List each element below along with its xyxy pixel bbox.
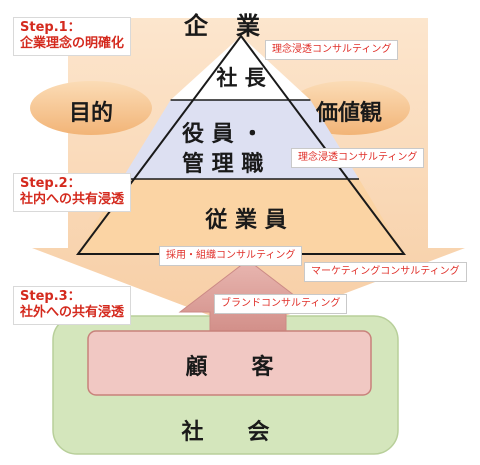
purpose-ellipse bbox=[30, 81, 152, 135]
values-label: 価値観 bbox=[315, 101, 382, 126]
step-2-text: 社内への共有浸透 bbox=[20, 192, 125, 207]
society-label: 社 会 bbox=[181, 420, 270, 445]
tier-executives-label-line2: 管 理 職 bbox=[182, 152, 264, 177]
tier-executives-label-line1: 役 員 ・ bbox=[182, 122, 264, 147]
tag-marketing-consulting: マーケティングコンサルティング bbox=[304, 262, 467, 282]
step-1-box: Step.1： 企業理念の明確化 bbox=[13, 17, 132, 56]
pyramid-tier-employees bbox=[78, 179, 404, 254]
purpose-label: 目的 bbox=[68, 101, 113, 126]
tier-president-label: 社 長 bbox=[216, 66, 266, 90]
tier-employees-label: 従 業 員 bbox=[205, 208, 287, 233]
customer-label: 顧 客 bbox=[185, 355, 274, 380]
customer-box bbox=[87, 330, 372, 396]
step-3-text: 社外への共有浸透 bbox=[20, 305, 125, 320]
step-3-title: Step.3： bbox=[20, 289, 81, 304]
tag-brand-consulting: ブランドコンサルティング bbox=[214, 294, 348, 314]
tag-philosophy-consulting-2: 理念浸透コンサルティング bbox=[291, 148, 425, 168]
tag-recruitment-consulting: 採用・組織コンサルティング bbox=[159, 246, 303, 266]
tag-philosophy-consulting-1: 理念浸透コンサルティング bbox=[265, 40, 399, 60]
step-2-box: Step.2： 社内への共有浸透 bbox=[13, 173, 132, 212]
step-3-box: Step.3： 社外への共有浸透 bbox=[13, 286, 132, 325]
step-2-title: Step.2： bbox=[20, 176, 81, 191]
step-1-title: Step.1： bbox=[20, 20, 81, 35]
step-1-text: 企業理念の明確化 bbox=[20, 36, 125, 51]
company-label: 企 業 bbox=[184, 12, 262, 40]
